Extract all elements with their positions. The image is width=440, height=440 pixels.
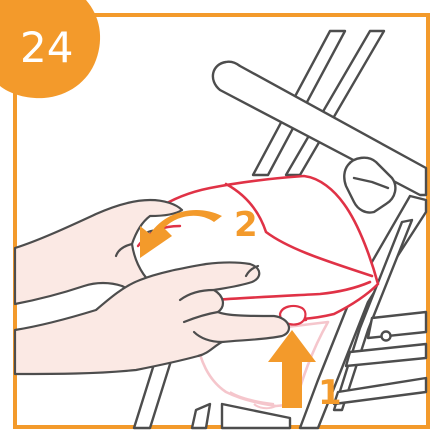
arrow-2-label: 2 [234, 205, 258, 245]
step-number: 24 [20, 23, 73, 72]
arrow-1-label: 1 [318, 373, 342, 413]
rivet [382, 332, 391, 341]
